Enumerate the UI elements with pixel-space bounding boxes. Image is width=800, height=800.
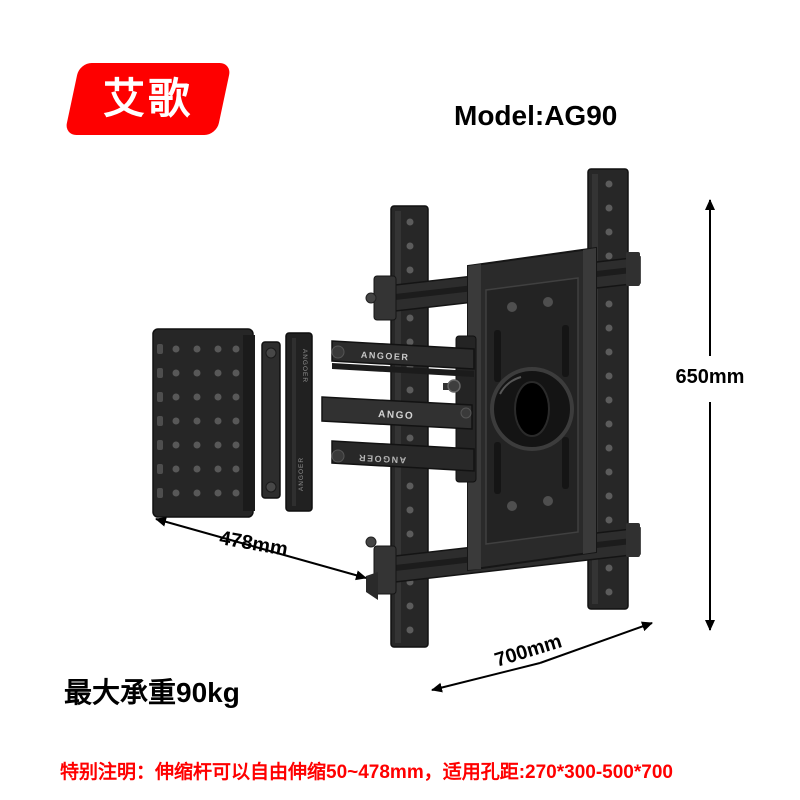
arm-lower: ANGOER	[331, 440, 475, 472]
adjustment-bolt	[443, 379, 461, 393]
dimension-height-label: 650mm	[672, 366, 748, 389]
brand-badge-label: 艾歌	[102, 75, 193, 122]
hinge-brand-label-bottom: ANGOER	[298, 457, 305, 491]
special-note: 特别注明：伸缩杆可以自由伸缩50~478mm，适用孔距:270*300-500*…	[60, 762, 673, 783]
center-bracket	[467, 246, 597, 572]
tv-plate	[152, 328, 255, 518]
hinge-brand-label-top: ANGOER	[301, 349, 308, 383]
arm-upper-brand-label: ANGOER	[361, 350, 410, 363]
dimension-line-arm	[155, 516, 367, 581]
max-load-label: 最大承重90kg	[64, 677, 240, 708]
model-title: Model:AG90	[454, 100, 618, 131]
hinge-column: ANGOER ANGOER	[261, 332, 313, 512]
arm-upper: ANGOER	[331, 340, 475, 377]
brand-badge: 艾歌	[64, 63, 232, 135]
tilt-hub	[490, 367, 574, 451]
dimension-line-width	[431, 621, 653, 693]
arm-middle-brand-label: ANGO	[378, 409, 415, 422]
arm-middle: ANGO	[321, 396, 473, 430]
arm-lower-brand-label: ANGOER	[357, 453, 406, 466]
